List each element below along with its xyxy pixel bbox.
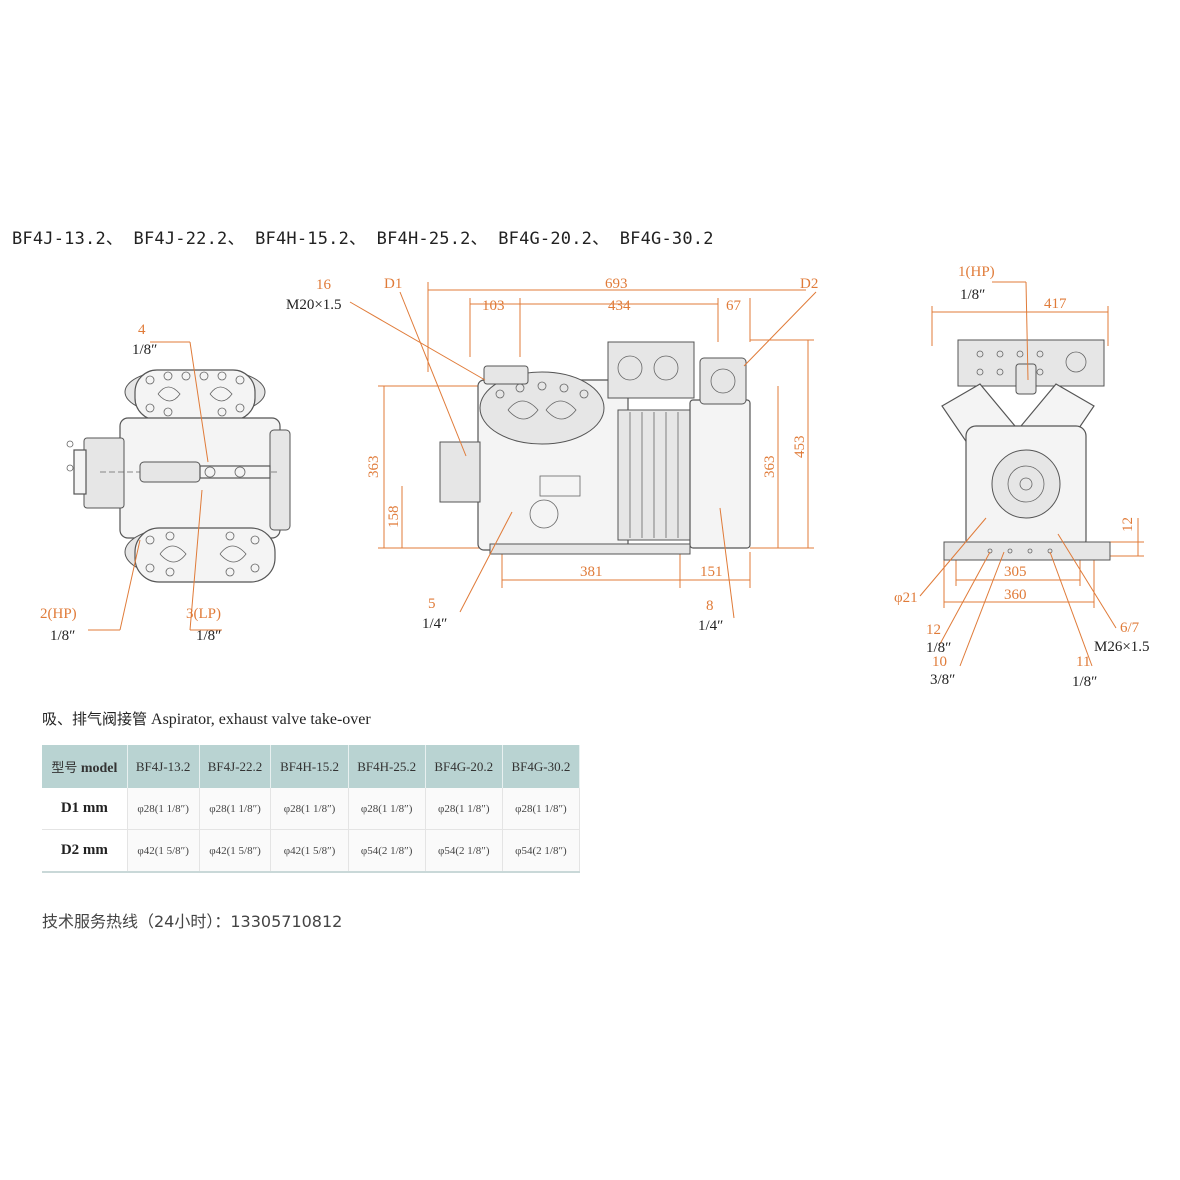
- row-label-d1: D1 mm: [42, 788, 128, 830]
- model-header: BF4H-25.2: [348, 745, 426, 788]
- port1-size: 1/8″: [960, 287, 985, 303]
- dim-381: 381: [580, 564, 603, 580]
- table-row: D2 mm φ42(1 5/8″) φ42(1 5/8″) φ42(1 5/8″…: [42, 829, 581, 873]
- port11-size: 1/8″: [1072, 674, 1097, 690]
- model-header: BF4J-13.2: [127, 745, 200, 788]
- dim-363-left: 363: [366, 456, 382, 479]
- service-hotline: 技术服务热线（24小时）：13305710812: [42, 912, 343, 931]
- dim-434: 434: [608, 298, 631, 314]
- table-cell: φ28(1 1/8″): [425, 788, 503, 830]
- compressor-body-side: [439, 341, 751, 555]
- port67-number: 6/7: [1120, 620, 1140, 636]
- port3-number: 3(LP): [186, 606, 221, 622]
- table-cell: φ28(1 1/8″): [348, 788, 426, 830]
- table-cell: φ54(2 1/8″): [348, 829, 426, 873]
- port2-number: 2(HP): [40, 606, 77, 622]
- model-header: BF4J-22.2: [199, 745, 272, 788]
- port16-number: 16: [316, 277, 332, 293]
- dim-103: 103: [482, 298, 505, 314]
- table-cell: φ28(1 1/8″): [270, 788, 349, 830]
- port10-number: 10: [932, 654, 947, 670]
- port11-number: 11: [1076, 654, 1090, 670]
- dim-453: 453: [792, 436, 808, 459]
- header-label-cell: 型号 model: [42, 745, 128, 788]
- port10-size: 3/8″: [930, 672, 955, 688]
- model-header: BF4G-20.2: [425, 745, 503, 788]
- port3-size: 1/8″: [196, 628, 221, 644]
- dim-67: 67: [726, 298, 742, 314]
- motor-terminal-block: [66, 437, 125, 509]
- table-cell: φ28(1 1/8″): [502, 788, 581, 830]
- lower-cylinder-head: [124, 527, 276, 583]
- header-label-zh: 型号: [51, 760, 78, 776]
- table-header-row: 型号 model BF4J-13.2 BF4J-22.2 BF4H-15.2 B…: [42, 745, 581, 788]
- dim-363-right: 363: [762, 456, 778, 479]
- model-header: BF4H-15.2: [270, 745, 349, 788]
- caption-en: Aspirator, exhaust valve take-over: [151, 711, 371, 728]
- dim-151: 151: [700, 564, 723, 580]
- dim-693: 693: [605, 276, 628, 292]
- table-cell: φ28(1 1/8″): [199, 788, 272, 830]
- port8-size: 1/4″: [698, 618, 723, 634]
- header-label-en: model: [80, 760, 118, 776]
- port12-size: 1/8″: [926, 640, 951, 656]
- caption-zh: 吸、排气阀接管: [42, 710, 148, 728]
- port5-size: 1/4″: [422, 616, 447, 632]
- table-cell: φ54(2 1/8″): [502, 829, 581, 873]
- table-cell: φ42(1 5/8″): [127, 829, 200, 873]
- dim-360: 360: [1004, 587, 1027, 603]
- table-cell: φ28(1 1/8″): [127, 788, 200, 830]
- port16-size: M20×1.5: [286, 297, 342, 313]
- table-row: D1 mm φ28(1 1/8″) φ28(1 1/8″) φ28(1 1/8″…: [42, 788, 581, 830]
- port5-number: 5: [428, 596, 436, 612]
- compressor-body-front: [941, 339, 1111, 561]
- top-view-drawing: 4 1/8″ 2(HP) 1/8″ 3(LP) 1/8″: [40, 322, 291, 644]
- port2-size: 1/8″: [50, 628, 75, 644]
- dim-417: 417: [1044, 296, 1067, 312]
- side-view-drawing: 16 M20×1.5 D1 D2 693 103 434 67 363 158 …: [286, 276, 818, 634]
- front-view-drawing: 1(HP) 1/8″ 417 12 305 360 φ21 12 1/8″ 10…: [894, 264, 1150, 690]
- model-header: BF4G-30.2: [502, 745, 581, 788]
- port1-number: 1(HP): [958, 264, 995, 280]
- dim-158: 158: [386, 506, 402, 529]
- dim-12: 12: [1120, 517, 1136, 532]
- port4-number: 4: [138, 322, 146, 338]
- phi21-label: φ21: [894, 590, 918, 606]
- d2-label: D2: [800, 276, 818, 292]
- port8-number: 8: [706, 598, 714, 614]
- table-cell: φ54(2 1/8″): [425, 829, 503, 873]
- upper-cylinder-head: [124, 369, 266, 421]
- row-label-d2: D2 mm: [42, 829, 128, 873]
- table-caption: 吸、排气阀接管 Aspirator, exhaust valve take-ov…: [42, 708, 371, 729]
- port12-number: 12: [926, 622, 941, 638]
- model-list: BF4J-13.2、 BF4J-22.2、 BF4H-15.2、 BF4H-25…: [12, 229, 714, 249]
- table-cell: φ42(1 5/8″): [199, 829, 272, 873]
- port4-size: 1/8″: [132, 342, 157, 358]
- valve-spec-table: 型号 model BF4J-13.2 BF4J-22.2 BF4H-15.2 B…: [42, 745, 581, 873]
- d1-label: D1: [384, 276, 402, 292]
- dim-305: 305: [1004, 564, 1027, 580]
- port67-size: M26×1.5: [1094, 639, 1150, 655]
- table-cell: φ42(1 5/8″): [270, 829, 349, 873]
